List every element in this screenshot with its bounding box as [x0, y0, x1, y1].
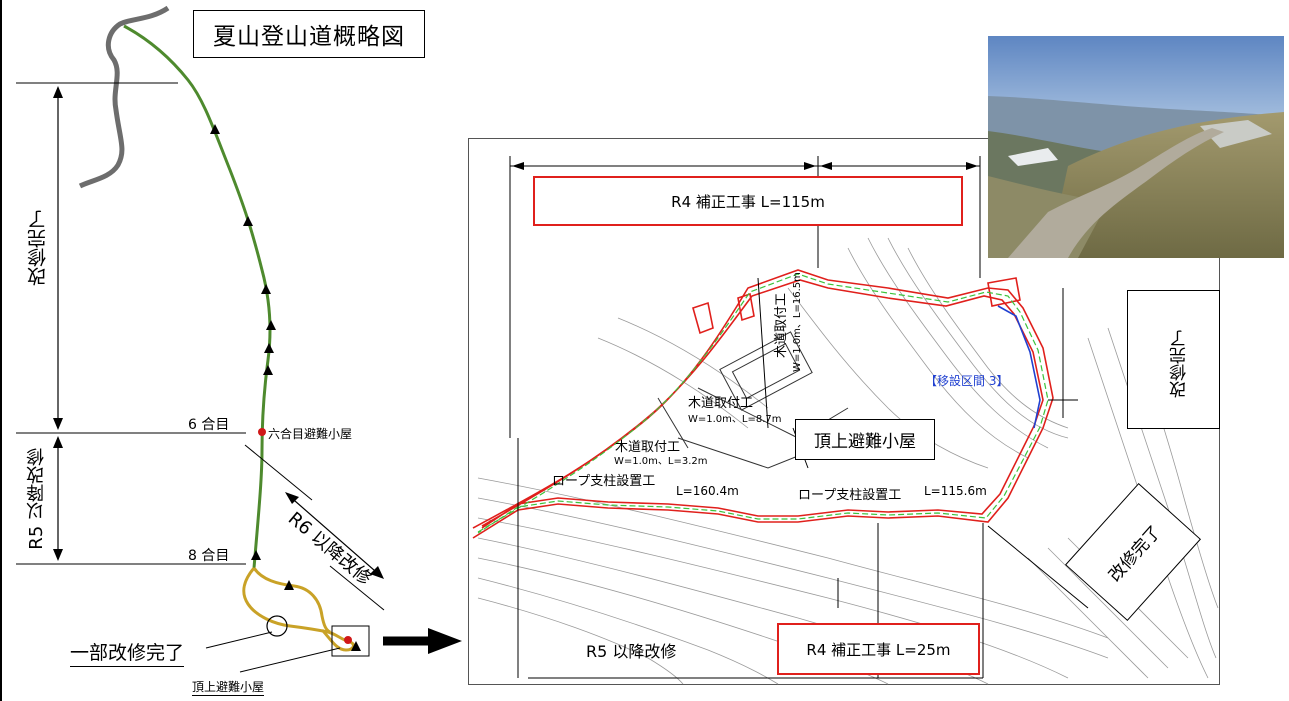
r4-top-box-text: R4 補正工事 L=115m: [671, 192, 825, 211]
overview-map: [16, 5, 462, 673]
station-6-label: 6 合目: [188, 417, 230, 433]
station-8-label: 8 合目: [188, 548, 230, 564]
summit-hut-small-label: 頂上避難小屋: [192, 680, 265, 696]
trail-completed: [123, 24, 272, 569]
trail-pending: [242, 567, 355, 652]
right-done-label: 改修完了: [1170, 330, 1190, 398]
wood-b-dims: W=1.0m、L=8.7m: [688, 414, 782, 425]
road-line: [78, 5, 170, 189]
summit-hut-box-text: 頂上避難小屋: [814, 432, 916, 452]
page-left-border: [0, 0, 2, 701]
wood-b-label: 木道取付工: [688, 396, 754, 411]
plan-r5-label: R5 以降改修: [586, 642, 677, 661]
wood-a-label: 木道取付工: [615, 440, 681, 455]
hut-6-label: 六合目避難小屋: [268, 427, 353, 441]
summit-photo-drawing: [988, 36, 1284, 258]
right-done-box: [1127, 290, 1220, 429]
done-section-label: 改修完了: [27, 210, 49, 286]
wood-c-dims: W=1.0m、L=16.5m: [792, 272, 803, 372]
rope-right-length: L=115.6m: [924, 484, 987, 498]
summit-hut-box: 頂上避難小屋: [795, 419, 935, 460]
rope-left-label: ロープ支柱設置工: [552, 474, 656, 489]
summit-photo: [988, 36, 1284, 258]
diagram-title-text: 夏山登山道概略図: [213, 24, 405, 50]
trail-markers: [210, 124, 361, 651]
r4-bottom-box: R4 補正工事 L=25m: [777, 623, 980, 675]
relocation-section-label: 【移設区間 3】: [925, 374, 1009, 388]
rope-right-label: ロープ支柱設置工: [798, 488, 902, 503]
partial-done-label: 一部改修完了: [70, 638, 185, 667]
diagram-title: 夏山登山道概略図: [193, 10, 425, 58]
wood-c-label: 木道取付工: [774, 292, 789, 358]
lower-right-done-label: 改修完了: [1104, 521, 1166, 586]
rope-left-length: L=160.4m: [676, 484, 739, 498]
r4-top-box: R4 補正工事 L=115m: [533, 176, 963, 226]
r4-bottom-box-text: R4 補正工事 L=25m: [806, 640, 951, 659]
r5-section-label: R5 以降改修: [26, 448, 47, 550]
wood-a-dims: W=1.0m、L=3.2m: [614, 456, 708, 467]
